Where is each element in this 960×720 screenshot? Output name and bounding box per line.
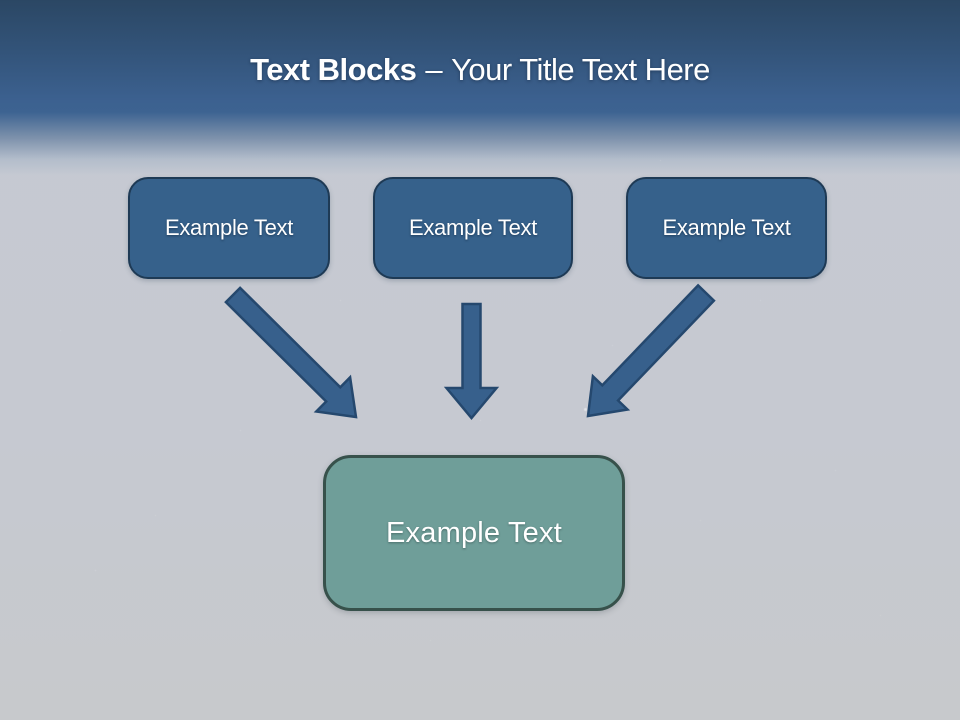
source-block-1: Example Text (128, 177, 330, 279)
arrow-from-block-3-icon (586, 283, 716, 418)
star-speckles (0, 0, 1, 1)
target-block-label: Example Text (386, 516, 562, 549)
source-block-2-label: Example Text (408, 215, 538, 240)
arrow-from-block-1-icon (224, 286, 358, 419)
slide-header-band (0, 0, 960, 175)
slide-title: Text Blocks–Your Title Text Here (0, 52, 960, 88)
arrow-from-block-2-icon (443, 302, 500, 420)
title-topic: Text Blocks (250, 52, 417, 87)
title-subtitle: Your Title Text Here (451, 52, 710, 87)
source-block-1-label: Example Text (164, 215, 294, 240)
title-separator: – (425, 52, 443, 87)
target-block: Example Text (323, 455, 625, 611)
source-block-3-label: Example Text (662, 215, 791, 240)
source-block-3: Example Text (626, 177, 827, 279)
source-block-2: Example Text (373, 177, 573, 279)
